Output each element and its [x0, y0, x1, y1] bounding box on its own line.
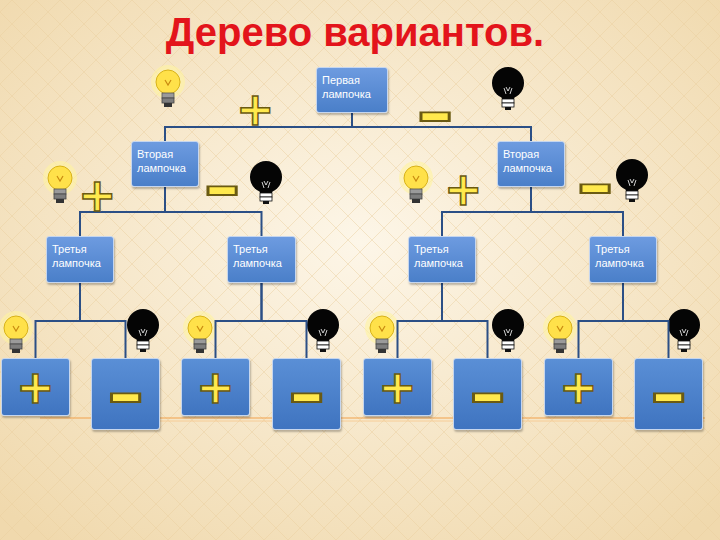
dark-bulb	[127, 309, 159, 352]
outcome-box: -	[453, 358, 522, 430]
branch-sign: +	[236, 86, 270, 132]
tree-branch	[216, 283, 262, 358]
outcome-sign: +	[196, 364, 235, 410]
outcome-box: +	[544, 358, 613, 416]
tree-branch	[80, 283, 126, 358]
node-label: Первая лампочка	[322, 73, 382, 102]
outcome-sign: +	[559, 364, 598, 410]
branch-sign: +	[444, 166, 478, 212]
outcome-box: +	[363, 358, 432, 416]
node-label: Третья лампочка	[52, 242, 108, 271]
lit-bulb	[183, 311, 217, 353]
node-label: Вторая лампочка	[137, 147, 193, 176]
tree-branch	[442, 283, 488, 358]
lit-bulb	[543, 311, 577, 353]
branch-sign: -	[401, 83, 469, 143]
branch-sign: -	[188, 157, 256, 217]
outcome-sign: -	[649, 364, 687, 424]
branch-sign: +	[78, 172, 112, 218]
outcome-box: -	[91, 358, 160, 430]
lit-bulb	[399, 161, 433, 203]
outcome-box: +	[181, 358, 250, 416]
node-label: Третья лампочка	[233, 242, 290, 271]
bulb-box: Третья лампочка	[589, 236, 657, 283]
bulb-box: Третья лампочка	[227, 236, 296, 283]
decor-line	[120, 421, 705, 422]
outcome-sign: -	[468, 364, 506, 424]
branch-sign: -	[561, 155, 629, 215]
outcome-sign: -	[106, 364, 144, 424]
dark-bulb	[616, 159, 648, 202]
lit-bulb	[0, 311, 33, 353]
dark-bulb	[492, 309, 524, 352]
bulb-box: Вторая лампочка	[497, 141, 565, 187]
outcome-sign: -	[287, 364, 325, 424]
bulb-box: Вторая лампочка	[131, 141, 199, 187]
outcome-sign: +	[378, 364, 417, 410]
dark-bulb	[668, 309, 700, 352]
lit-bulb	[151, 65, 185, 107]
tree-branch	[36, 283, 81, 358]
outcome-box: -	[634, 358, 703, 430]
tree-branch	[579, 283, 624, 358]
dark-bulb	[492, 67, 524, 110]
dark-bulb	[250, 161, 282, 204]
node-label: Третья лампочка	[414, 242, 470, 271]
bulb-box: Третья лампочка	[408, 236, 476, 283]
dark-bulb	[307, 309, 339, 352]
bulb-box: Первая лампочка	[316, 67, 388, 113]
lit-bulb	[365, 311, 399, 353]
outcome-box: -	[272, 358, 341, 430]
outcome-box: +	[1, 358, 70, 416]
bulb-box: Третья лампочка	[46, 236, 114, 283]
tree-branch	[262, 283, 307, 358]
outcome-sign: +	[16, 364, 55, 410]
node-label: Вторая лампочка	[503, 147, 559, 176]
title: Дерево вариантов.	[0, 10, 710, 55]
lit-bulb	[43, 161, 77, 203]
node-label: Третья лампочка	[595, 242, 651, 271]
tree-branch	[623, 283, 669, 358]
tree-branch	[398, 283, 443, 358]
